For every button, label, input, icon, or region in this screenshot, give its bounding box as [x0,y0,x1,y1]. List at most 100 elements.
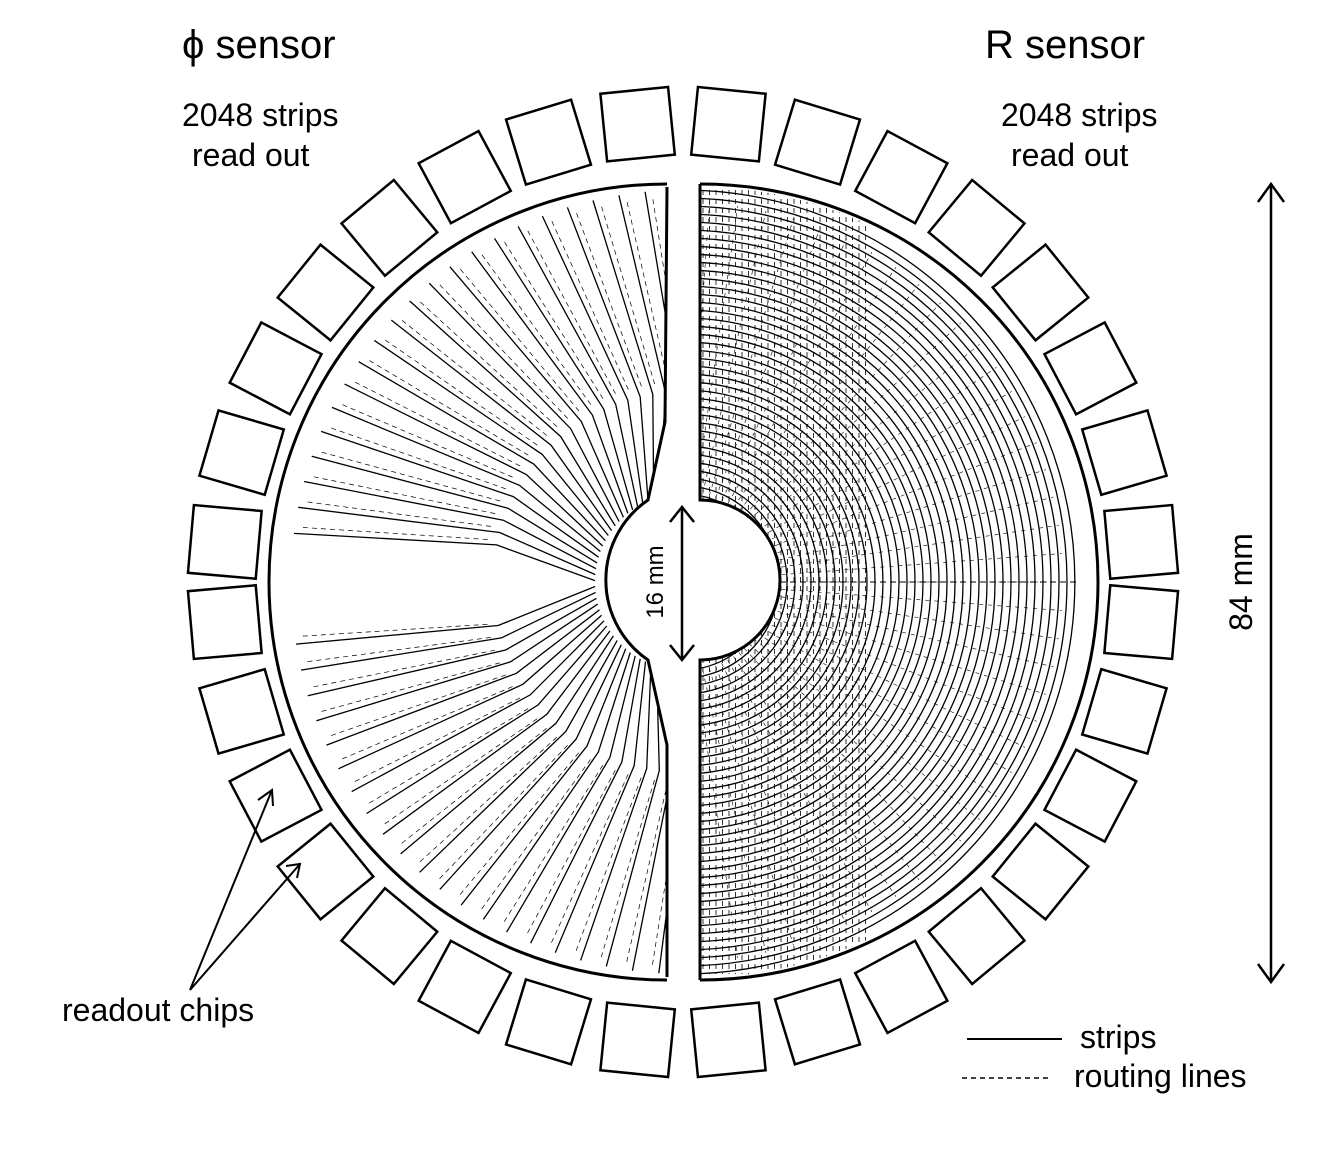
readout-chip [416,939,513,1035]
phi-strip [428,282,620,522]
readout-chip [1103,583,1180,661]
phi-strip [373,339,609,536]
phi-strip [579,663,652,961]
phi-routing-line [438,745,568,880]
r-routing-line [757,367,997,532]
phi-strip [298,506,596,576]
legend-strips-label: strips [1080,1019,1157,1055]
readout-chip [339,886,440,986]
phi-strip [592,200,655,500]
phi-strip [390,319,613,531]
r-strip [700,205,1060,959]
phi-strip [303,480,597,570]
phi-routing-line [419,301,558,427]
phi-routing-line [320,662,501,713]
readout-chip [853,129,950,225]
r-strips-readout: read out [1011,137,1129,173]
legend-routing-label: routing lines [1074,1058,1247,1094]
phi-routing-line [480,759,591,911]
phi-routing-line [652,198,667,383]
r-routing-line [733,267,897,508]
phi-strip [295,585,596,645]
phi-routing-line [551,220,629,390]
phi-routing-line [550,774,629,944]
inner-dimension-arrow [669,504,695,663]
phi-routing-line [341,403,513,478]
r-strip [700,485,780,679]
phi-strip [482,652,631,920]
phi-strip [351,620,605,793]
r-routing-line [770,496,1054,563]
phi-routing-line [312,649,496,688]
phi-routing-line [384,339,538,446]
readout-chip [1042,748,1138,844]
phi-strip [530,658,641,944]
phi-strip [671,190,691,495]
r-strip [700,501,764,663]
phi-strips-readout: read out [192,137,310,173]
phi-routing-line [353,697,521,783]
phi-strip [460,648,627,906]
phi-routing-line [312,476,496,514]
r-routing-line [748,322,962,521]
r-routing-line [727,252,873,505]
readout-chip [275,242,376,343]
r-routing-line [738,652,920,880]
phi-strip [331,406,601,553]
outer-dimension-arrow [1256,181,1286,985]
phi-sensor-word: sensor [215,23,336,67]
r-routing-line [770,601,1054,668]
readout-chip [689,1001,767,1079]
phi-strip [366,625,608,815]
phi-routing-line [301,623,488,637]
phi-strip [326,609,600,746]
r-strip [700,477,788,687]
phi-routing-line [383,718,538,825]
phi-strip [493,237,634,511]
phi-strip [554,661,647,953]
readout-chip [990,821,1091,922]
r-sensor-title: R sensor [985,23,1146,67]
phi-strip [320,430,599,558]
r-routing-line [768,608,1047,695]
readout-chip [186,583,263,661]
readout-chip [504,98,593,187]
phi-sensor-title: ϕ sensor [182,23,336,68]
phi-strip [605,665,660,967]
phi-routing-line [503,241,604,399]
r-routing-line [743,647,941,862]
readout-chip [504,977,593,1066]
r-strips-count: 2048 strips [1001,97,1158,133]
r-routing-line [757,632,997,797]
phi-strip [409,300,616,527]
readout-chip [1080,408,1169,497]
r-routing-line [763,416,1026,544]
phi-strip [419,640,618,873]
r-routing-line [748,643,962,842]
readout-chips-pointer [189,788,302,991]
readout-chip [228,320,324,416]
r-routing-line [760,391,1012,538]
readout-chips-label: readout chips [62,992,255,1028]
r-routing-line [708,218,794,496]
phi-routing-line [575,777,642,952]
phi-strip [644,191,667,496]
phi-routing-line [678,782,695,967]
phi-routing-line [438,283,568,419]
readout-chip [228,748,324,844]
phi-strip [358,361,606,542]
r-routing-line [702,669,767,953]
readout-chip [197,667,286,756]
r-sensor-outline [699,182,1100,982]
readout-chip [1042,320,1138,416]
readout-chip [773,98,862,187]
phi-strip [338,614,603,770]
readout-chip [197,408,286,497]
phi-sensor-strips [293,190,709,974]
readout-chip [416,129,513,225]
phi-strip [506,655,636,933]
phi-strip [307,597,597,697]
r-strip [700,493,772,671]
phi-routing-line [705,198,709,384]
